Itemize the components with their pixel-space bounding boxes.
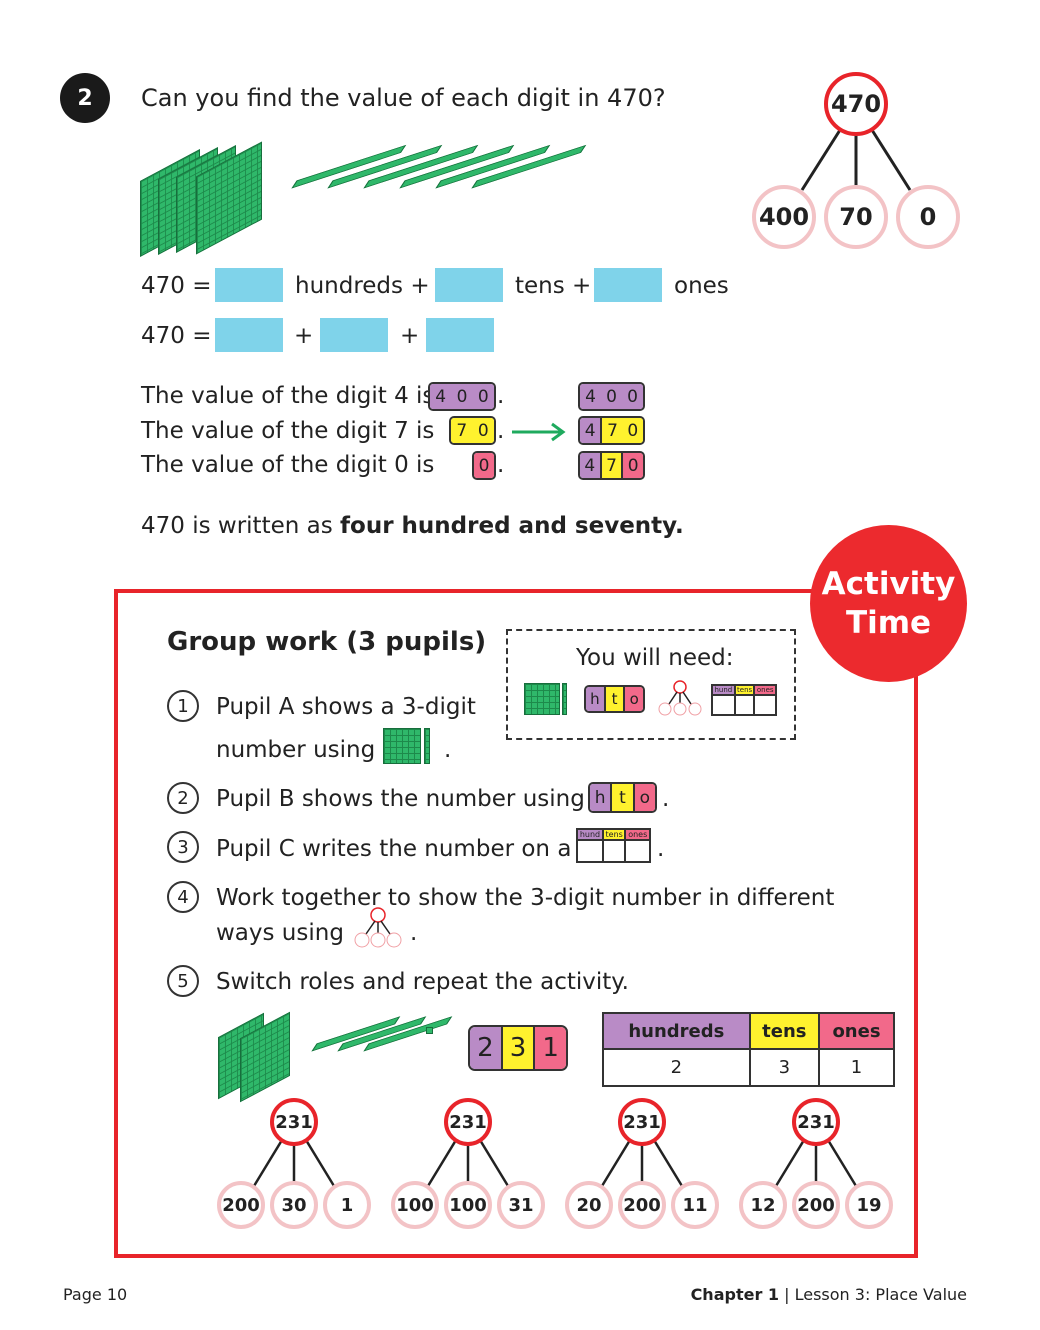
step-number: 2 (167, 782, 199, 814)
page-number: Page 10 (63, 1285, 128, 1304)
bond-line (478, 1139, 510, 1187)
step-4-line2: ways using (216, 920, 344, 946)
rod-icon (562, 683, 567, 715)
step-2-text: Pupil B shows the number using (216, 786, 585, 812)
bond-line (774, 1139, 806, 1187)
period: . (657, 836, 665, 862)
main-bond-lines (800, 129, 912, 191)
base-ten-icon (524, 683, 560, 715)
bond-part: 12 (739, 1181, 787, 1229)
row1-lhs: 470 = (141, 273, 212, 299)
hundreds-label: hundreds + (295, 273, 430, 299)
bond-part: 19 (845, 1181, 893, 1229)
bond-part: 1 (323, 1181, 371, 1229)
bond-part: 20 (565, 1181, 613, 1229)
period: . (444, 737, 452, 763)
bond-part: 200 (618, 1181, 666, 1229)
bond-part: 200 (792, 1181, 840, 1229)
bond-whole: 231 (270, 1098, 318, 1146)
step-4-line1: Work together to show the 3-digit number… (216, 885, 835, 911)
step-number: 5 (167, 965, 199, 997)
question-number-badge: 2 (60, 73, 110, 123)
expanded-box-1[interactable] (215, 318, 283, 352)
step-5-text: Switch roles and repeat the activity. (216, 969, 629, 995)
ones-answer-box[interactable] (594, 268, 662, 302)
value-line-0: The value of the digit 0 is (141, 452, 435, 478)
step-3-text: Pupil C writes the number on a (216, 836, 572, 862)
bond-whole: 231 (792, 1098, 840, 1146)
step-1-line1: Pupil A shows a 3-digit (216, 694, 476, 720)
period: . (497, 452, 505, 478)
number-bond-icon (354, 907, 402, 948)
base-ten-icon (383, 728, 421, 764)
step-number: 1 (167, 690, 199, 722)
plus-sign: + (294, 323, 314, 349)
arrow-right-icon (512, 422, 566, 442)
bond-line (252, 1139, 284, 1187)
you-will-need-box (506, 629, 796, 740)
bond-part: 400 (752, 185, 816, 249)
value-line-4: The value of the digit 4 is (141, 383, 435, 409)
bond-line (304, 1139, 336, 1187)
expanded-box-2[interactable] (320, 318, 388, 352)
written-sentence: 470 is written as four hundred and seven… (141, 513, 684, 539)
period: . (497, 383, 505, 409)
plus-sign: + (400, 323, 420, 349)
expanded-box-3[interactable] (426, 318, 494, 352)
tile-0: 0 (472, 451, 496, 480)
period: . (497, 418, 505, 444)
bond-part: 200 (217, 1181, 265, 1229)
bond-part: 0 (896, 185, 960, 249)
tens-answer-box[interactable] (435, 268, 503, 302)
value-line-7: The value of the digit 7 is (141, 418, 435, 444)
you-will-need-title: You will need: (576, 645, 734, 671)
bond-part: 30 (270, 1181, 318, 1229)
ones-label: ones (674, 273, 729, 299)
tens-label: tens + (515, 273, 592, 299)
bond-whole: 470 (824, 72, 888, 136)
bond-part: 31 (497, 1181, 545, 1229)
period: . (662, 786, 670, 812)
activity-box (114, 589, 918, 1258)
number-bond-icon (658, 680, 702, 716)
step-1-line2: number using (216, 737, 376, 763)
bond-line (826, 1139, 858, 1187)
step-number: 4 (167, 881, 199, 913)
bond-part: 70 (824, 185, 888, 249)
rod-icon (424, 728, 430, 764)
chapter-lesson: Chapter 1 | Lesson 3: Place Value (690, 1285, 967, 1304)
hundreds-answer-box[interactable] (215, 268, 283, 302)
bond-whole: 231 (618, 1098, 666, 1146)
bond-part: 100 (444, 1181, 492, 1229)
bond-line (600, 1139, 632, 1187)
group-work-title: Group work (3 pupils) (167, 627, 487, 657)
question-text: Can you find the value of each digit in … (141, 84, 666, 112)
bond-line (426, 1139, 458, 1187)
bond-whole: 231 (444, 1098, 492, 1146)
step-number: 3 (167, 831, 199, 863)
bond-line (652, 1139, 684, 1187)
row2-lhs: 470 = (141, 323, 212, 349)
period: . (410, 920, 418, 946)
example-blocks-image (218, 1005, 453, 1103)
bond-part: 100 (391, 1181, 439, 1229)
bond-part: 11 (671, 1181, 719, 1229)
